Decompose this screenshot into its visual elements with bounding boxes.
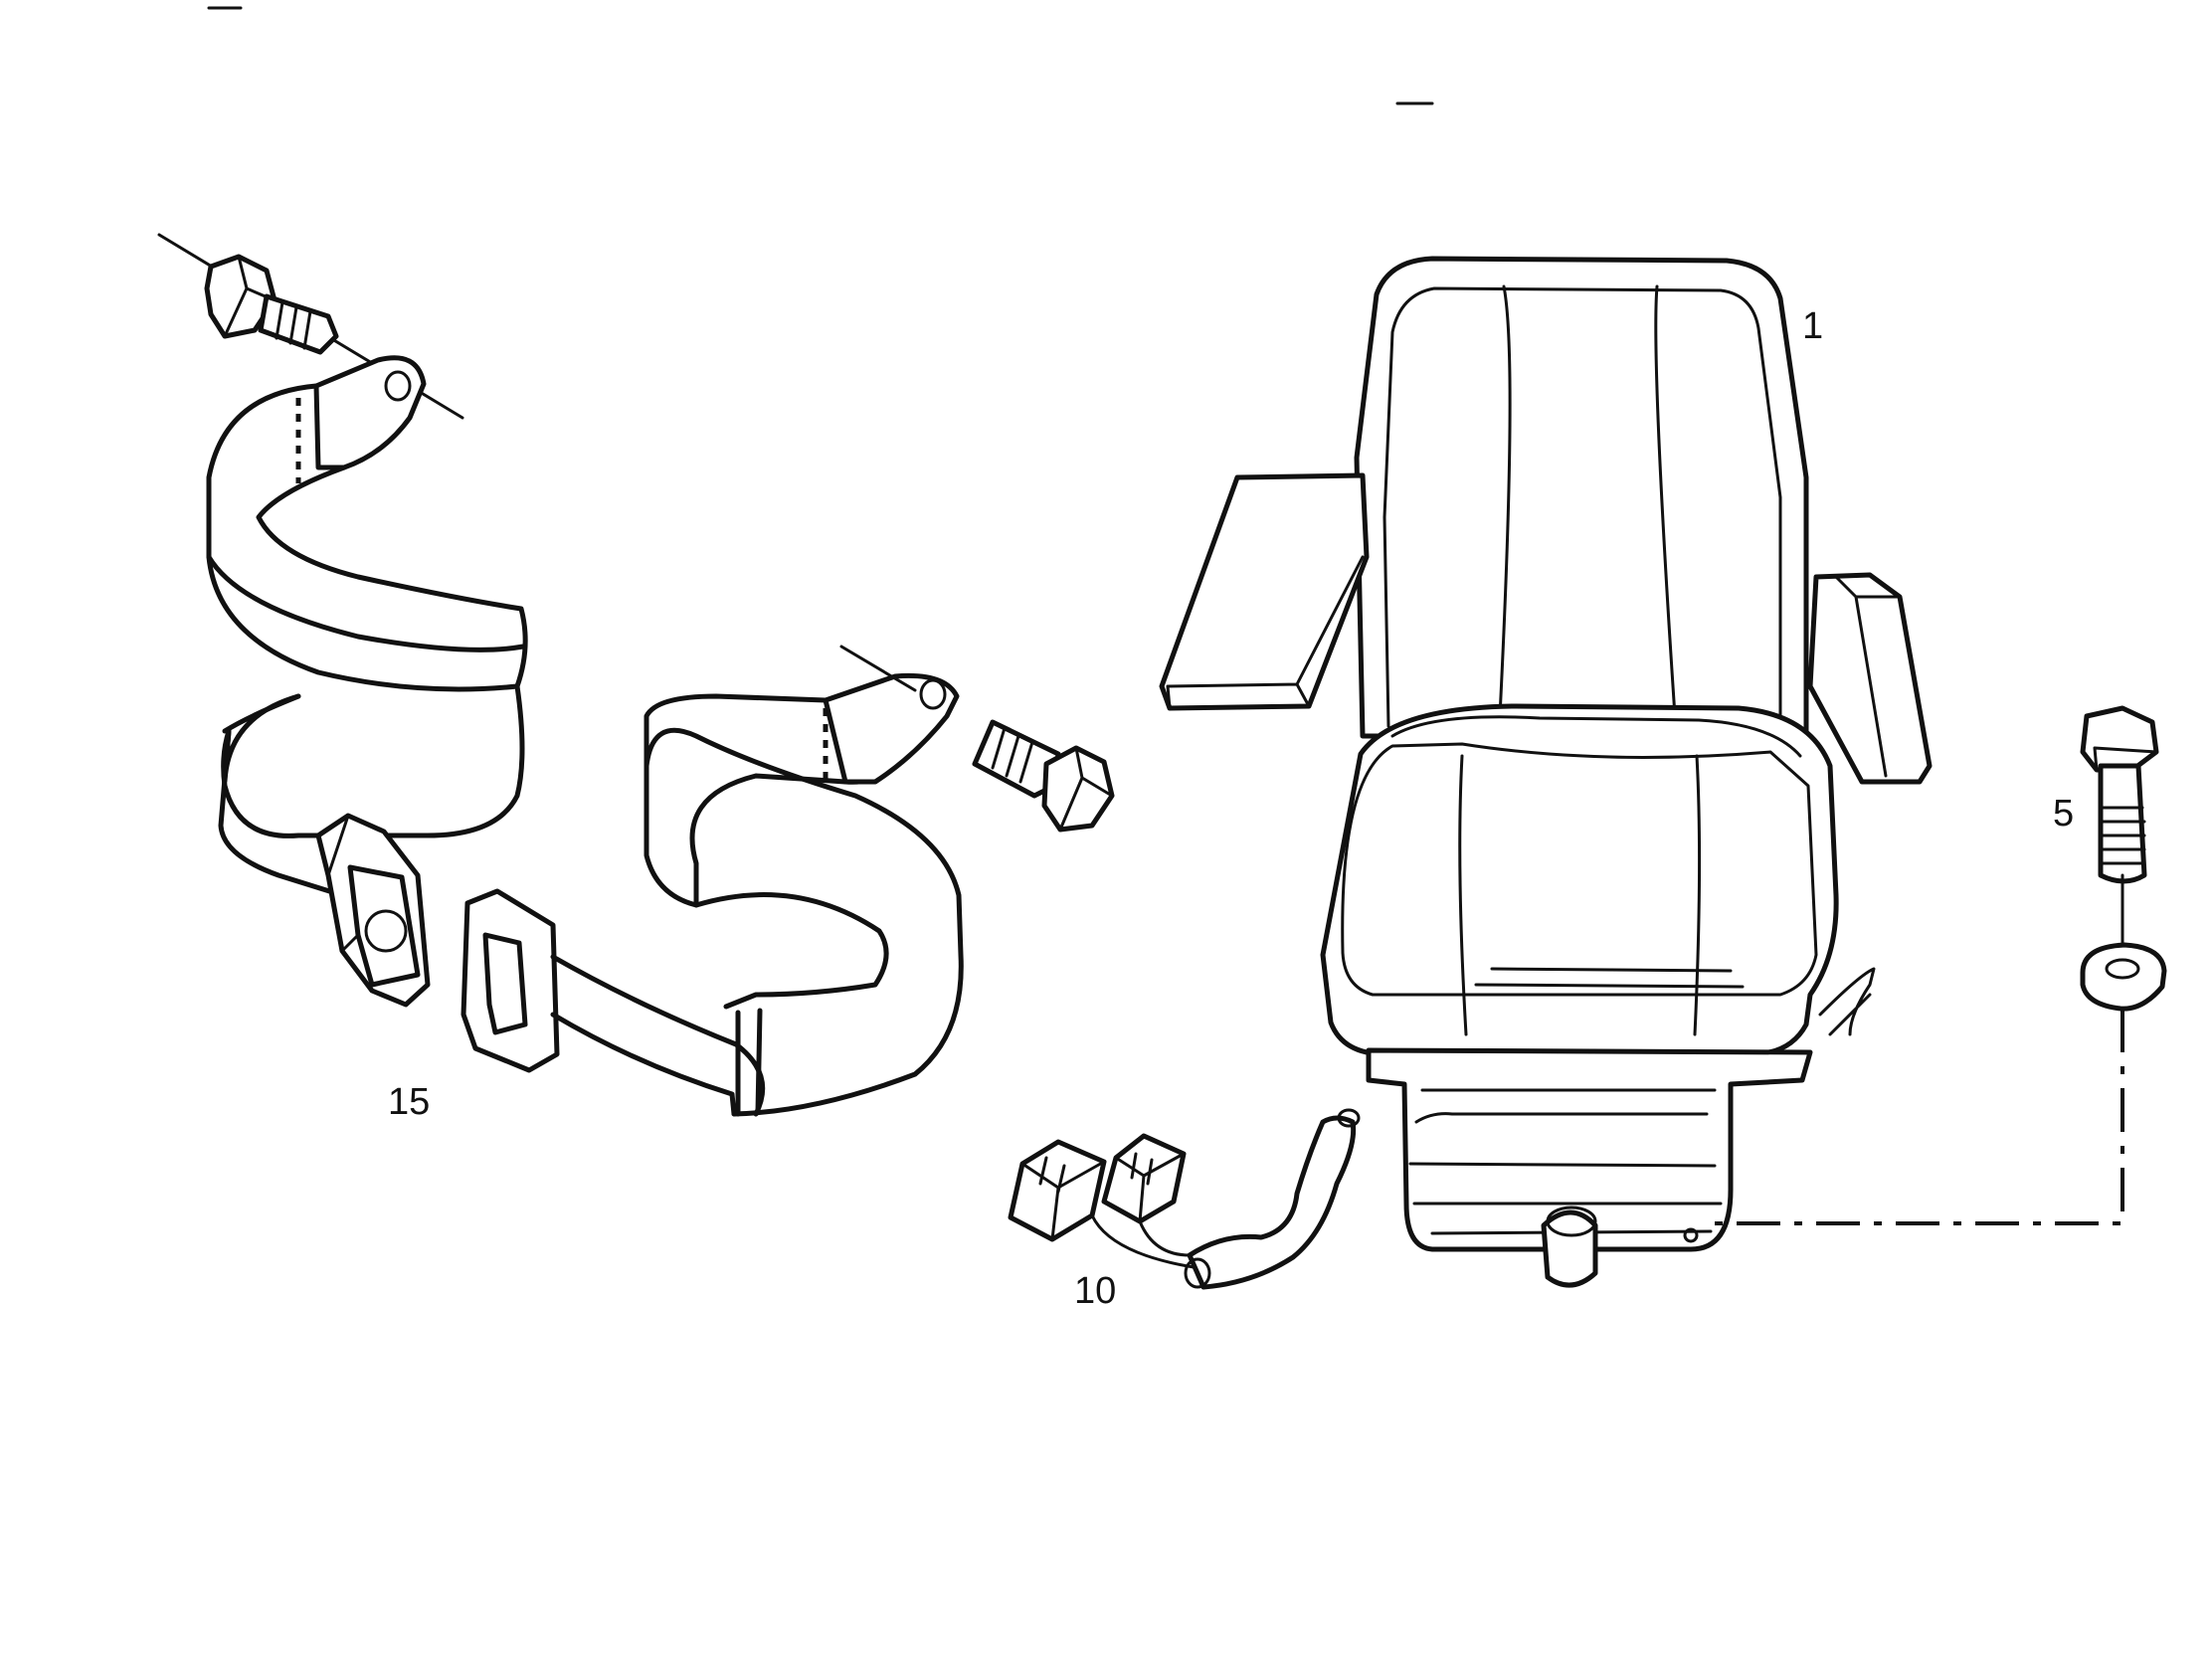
seat-backrest-inner: [1382, 286, 1782, 728]
belt-buckle-receiver: [461, 888, 560, 1073]
harness-wire: [1090, 1213, 1196, 1269]
callout-15: 15: [388, 1081, 430, 1123]
seat-belt: [157, 233, 1115, 1117]
lower-mount-bolt: [972, 719, 1115, 833]
bolt-head: [2080, 705, 2159, 773]
seat-backrest-seam: [1498, 284, 1677, 718]
belt-buckle-latch: [315, 813, 431, 1008]
belt-strap-lower-left: [218, 693, 345, 898]
callout-1: 1: [1802, 305, 1823, 347]
lower-anchor-plate: [823, 672, 960, 785]
upper-anchor-hole: [384, 370, 412, 402]
belt-strap-left: [206, 383, 525, 838]
mount-bolt-assembly: [1711, 705, 2167, 1225]
belt-strap-left-inner: [206, 464, 528, 689]
belt-strap-right: [550, 954, 766, 1117]
seat-mount-hole: [1683, 1227, 1699, 1243]
callout-10: 10: [1074, 1270, 1116, 1312]
upper-anchor-plate: [313, 355, 427, 470]
seat-cushion: [1320, 703, 1839, 1057]
seat-cushion-top: [1390, 715, 1802, 758]
seat-adjust-knob: [1541, 1209, 1598, 1288]
callout-5: 5: [2053, 793, 2074, 835]
wiring-harness: [1008, 1108, 1361, 1290]
lower-mount-axis: [839, 645, 917, 692]
belt-strap-right-loop: [644, 727, 964, 1117]
seat-suspension: [1366, 1047, 1813, 1252]
seat-slide-lever: [1818, 967, 1876, 1036]
lower-anchor-hole: [919, 678, 947, 710]
seat-backrest: [1354, 256, 1809, 739]
seat-cushion-inner: [1341, 742, 1818, 997]
upper-mount-bolt: [204, 254, 339, 355]
bolt-leader-line: [1711, 1009, 2124, 1225]
belt-band-clip: [755, 1008, 763, 1115]
bolt-shank: [2098, 763, 2147, 884]
seat-armrest-left: [1159, 472, 1370, 711]
harness-sleeve: [1187, 1115, 1357, 1290]
seat: [1159, 256, 1933, 1288]
